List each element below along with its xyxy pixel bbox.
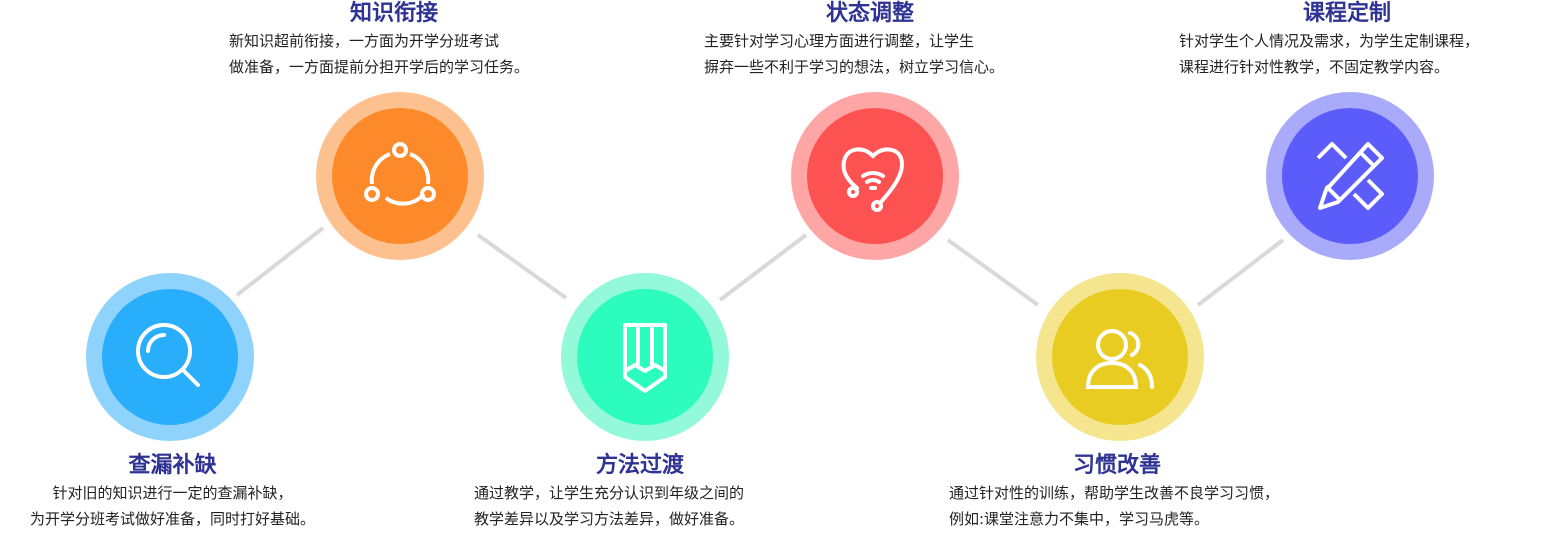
step-title: 课程定制 <box>1303 1 1392 26</box>
step-text-3: 方法过渡 通过教学，让学生充分认识到年级之间的 教学差异以及学习方法差异，做好准… <box>470 452 820 532</box>
step-node-6 <box>1266 92 1434 260</box>
step-title: 查漏补缺 <box>128 453 217 478</box>
step-desc-line: 为开学分班考试做好准备，同时打好基础。 <box>29 510 315 528</box>
step-desc-line: 针对学生个人情况及需求，为学生定制课程， <box>1179 32 1480 50</box>
step-desc-line: 摒弃一些不利于学习的想法，树立学习信心。 <box>704 58 1005 76</box>
step-text-2: 知识衔接 新知识超前衔接，一方面为开学分班考试 做准备，一方面提前分担开学后的学… <box>225 0 595 80</box>
connector-line <box>476 233 568 300</box>
step-desc-line: 新知识超前衔接，一方面为开学分班考试 <box>229 32 500 50</box>
step-node-2 <box>316 92 484 260</box>
step-node-1 <box>86 273 254 441</box>
step-node-5 <box>1036 273 1204 441</box>
heart-signal-icon <box>841 147 904 212</box>
step-title: 状态调整 <box>826 1 915 26</box>
step-desc-line: 针对旧的知识进行一定的查漏补缺， <box>52 484 293 502</box>
pencil-icon <box>623 323 667 393</box>
connector-line <box>718 233 808 302</box>
step-desc-line: 课程进行针对性教学，不固定教学内容。 <box>1179 58 1450 76</box>
step-text-6: 课程定制 针对学生个人情况及需求，为学生定制课程， 课程进行针对性教学，不固定教… <box>1175 0 1545 80</box>
step-desc-line: 做准备，一方面提前分担开学后的学习任务。 <box>229 58 530 76</box>
pencil-ruler-icon <box>1316 142 1384 210</box>
step-desc-line: 教学差异以及学习方法差异，做好准备。 <box>474 510 745 528</box>
step-desc-line: 例如:课堂注意力不集中，学习马虎等。 <box>949 510 1210 528</box>
step-node-4 <box>791 92 959 260</box>
connector-line <box>235 226 325 297</box>
step-desc-line: 通过针对性的训练，帮助学生改善不良学习习惯， <box>949 484 1280 502</box>
step-text-4: 状态调整 主要针对学习心理方面进行调整，让学生 摒弃一些不利于学习的想法，树立学… <box>700 0 1080 80</box>
users-icon <box>1085 329 1154 389</box>
step-desc-line: 主要针对学习心理方面进行调整，让学生 <box>704 32 975 50</box>
share-cycle-icon <box>364 142 436 206</box>
step-title: 方法过渡 <box>596 453 685 478</box>
step-desc-line: 通过教学，让学生充分认识到年级之间的 <box>474 484 745 502</box>
step-node-3 <box>561 273 729 441</box>
step-text-5: 习惯改善 通过针对性的训练，帮助学生改善不良学习习惯， 例如:课堂注意力不集中，… <box>945 452 1365 532</box>
step-title: 知识衔接 <box>350 1 439 26</box>
connector-line <box>1196 238 1285 307</box>
connector-line <box>946 238 1040 307</box>
step-title: 习惯改善 <box>1073 453 1162 478</box>
step-text-1: 查漏补缺 针对旧的知识进行一定的查漏补缺， 为开学分班考试做好准备，同时打好基础… <box>0 452 345 532</box>
search-icon <box>136 323 200 387</box>
